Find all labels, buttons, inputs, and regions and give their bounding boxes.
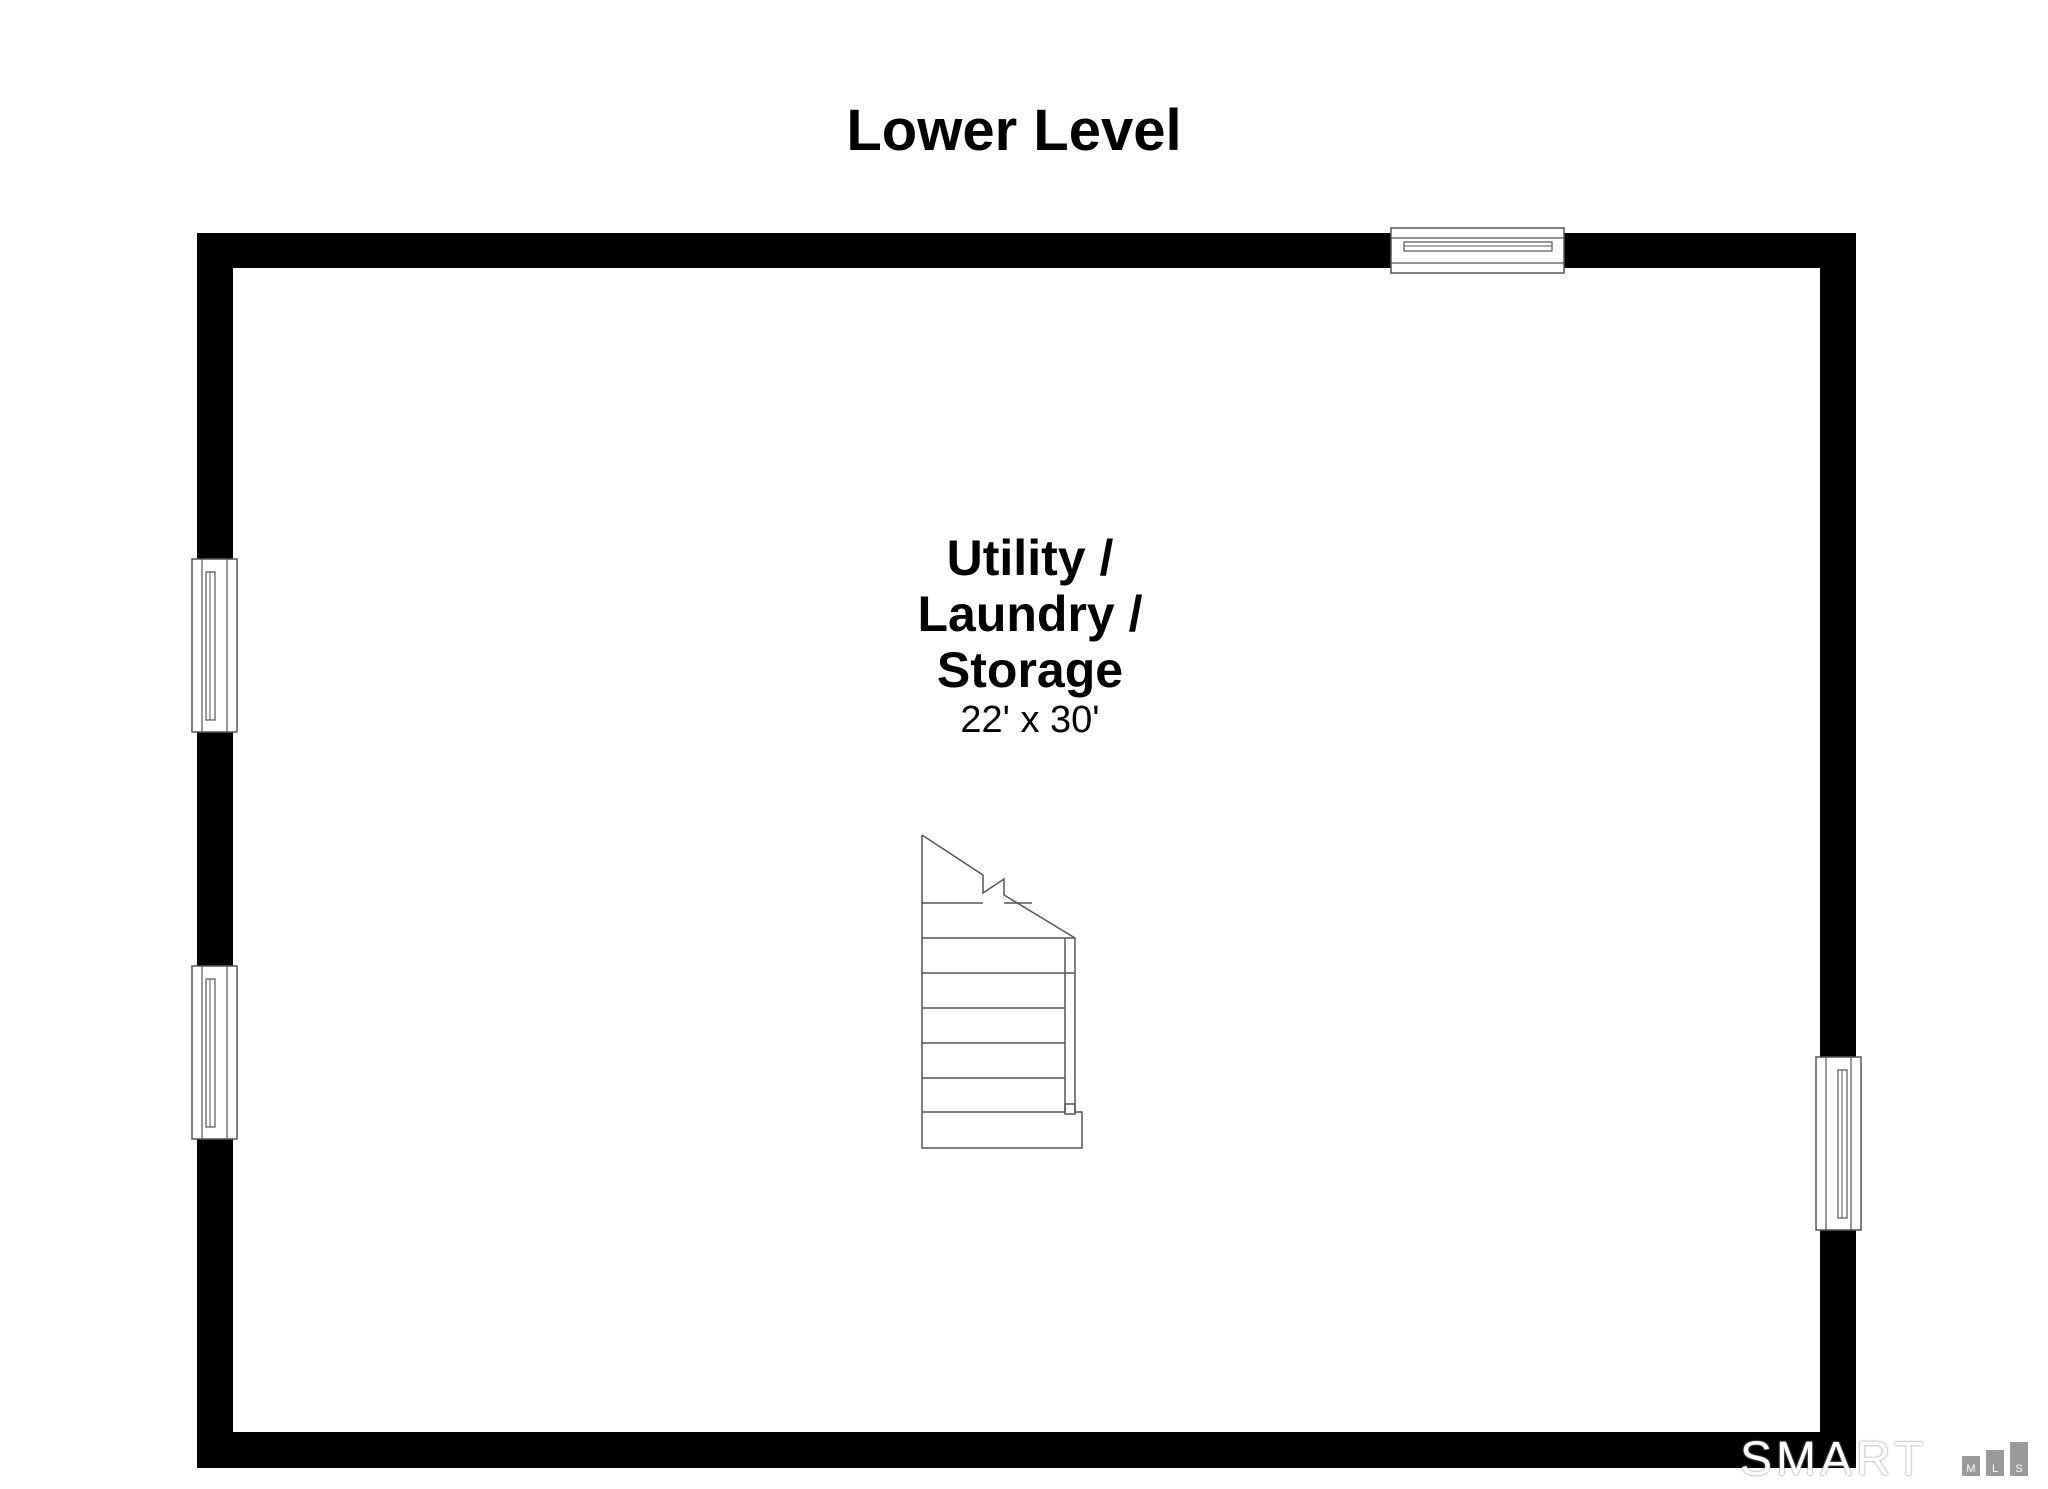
exterior-walls [197,233,1856,1468]
window-left-lower [191,965,238,1140]
logo-sub-s: S [2015,1463,2022,1475]
logo-sub-m: M [1966,1463,1975,1475]
logo-bars-icon: M L S [1962,1442,2028,1476]
logo-sub-l: L [1992,1463,1998,1475]
window-left-upper [191,558,238,733]
room-name-line-1: Utility / [946,530,1114,586]
wall-right [1820,233,1856,1468]
room-dimensions: 22' x 30' [960,699,1100,741]
room-label: Utility / Laundry / Storage 22' x 30' [830,530,1230,740]
stairs-icon [921,834,1083,1149]
smart-mls-logo: SMART [1740,1432,1927,1487]
window-top [1390,227,1565,274]
floor-title: Lower Level [846,98,1182,163]
window-right [1815,1056,1862,1231]
logo-main-text: SMART [1740,1433,1928,1486]
room-name-line-2: Laundry / [917,586,1143,642]
wall-top [197,233,1856,268]
room-name-line-3: Storage [936,642,1124,698]
wall-bottom [197,1432,1856,1468]
wall-left [197,233,233,1468]
